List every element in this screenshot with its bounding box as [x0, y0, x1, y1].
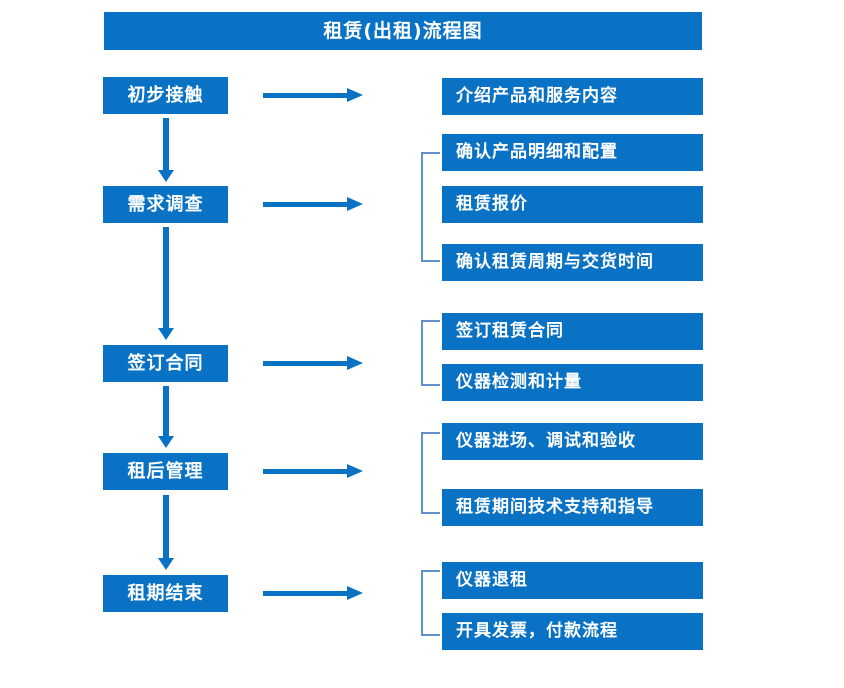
stage-box-rental-end[interactable]: 租期结束 — [103, 575, 228, 612]
group-bracket-rental-end — [421, 570, 440, 636]
task-box-instrument-inspection[interactable]: 仪器检测和计量 — [442, 364, 703, 401]
flowchart-title: 租赁(出租)流程图 — [104, 12, 702, 50]
horizontal-arrow-2 — [263, 197, 363, 211]
vertical-arrow-4 — [158, 495, 174, 570]
task-box-invoice-payment[interactable]: 开具发票，付款流程 — [442, 613, 703, 650]
horizontal-arrow-3 — [263, 356, 363, 370]
stage-box-post-rental-mgmt[interactable]: 租后管理 — [103, 453, 228, 490]
vertical-arrow-2 — [158, 227, 174, 340]
task-box-instrument-return[interactable]: 仪器退租 — [442, 562, 703, 599]
horizontal-arrow-1 — [263, 88, 363, 102]
stage-box-requirement-survey[interactable]: 需求调查 — [103, 186, 228, 223]
group-bracket-requirement-survey — [421, 152, 440, 262]
task-box-rental-quotation[interactable]: 租赁报价 — [442, 186, 703, 223]
group-bracket-sign-contract — [421, 320, 440, 386]
task-box-sign-rental-contract[interactable]: 签订租赁合同 — [442, 313, 703, 350]
vertical-arrow-3 — [158, 386, 174, 448]
vertical-arrow-1 — [158, 118, 174, 182]
group-bracket-post-rental-mgmt — [421, 432, 440, 514]
task-box-introduce-products[interactable]: 介绍产品和服务内容 — [442, 78, 703, 115]
task-box-instrument-entry-debug[interactable]: 仪器进场、调试和验收 — [442, 423, 703, 460]
task-box-technical-support[interactable]: 租赁期间技术支持和指导 — [442, 489, 703, 526]
task-box-confirm-product-details[interactable]: 确认产品明细和配置 — [442, 134, 703, 171]
stage-box-initial-contact[interactable]: 初步接触 — [103, 77, 228, 114]
horizontal-arrow-4 — [263, 464, 363, 478]
stage-box-sign-contract[interactable]: 签订合同 — [103, 345, 228, 382]
horizontal-arrow-5 — [263, 586, 363, 600]
task-box-confirm-period-delivery[interactable]: 确认租赁周期与交货时间 — [442, 244, 703, 281]
